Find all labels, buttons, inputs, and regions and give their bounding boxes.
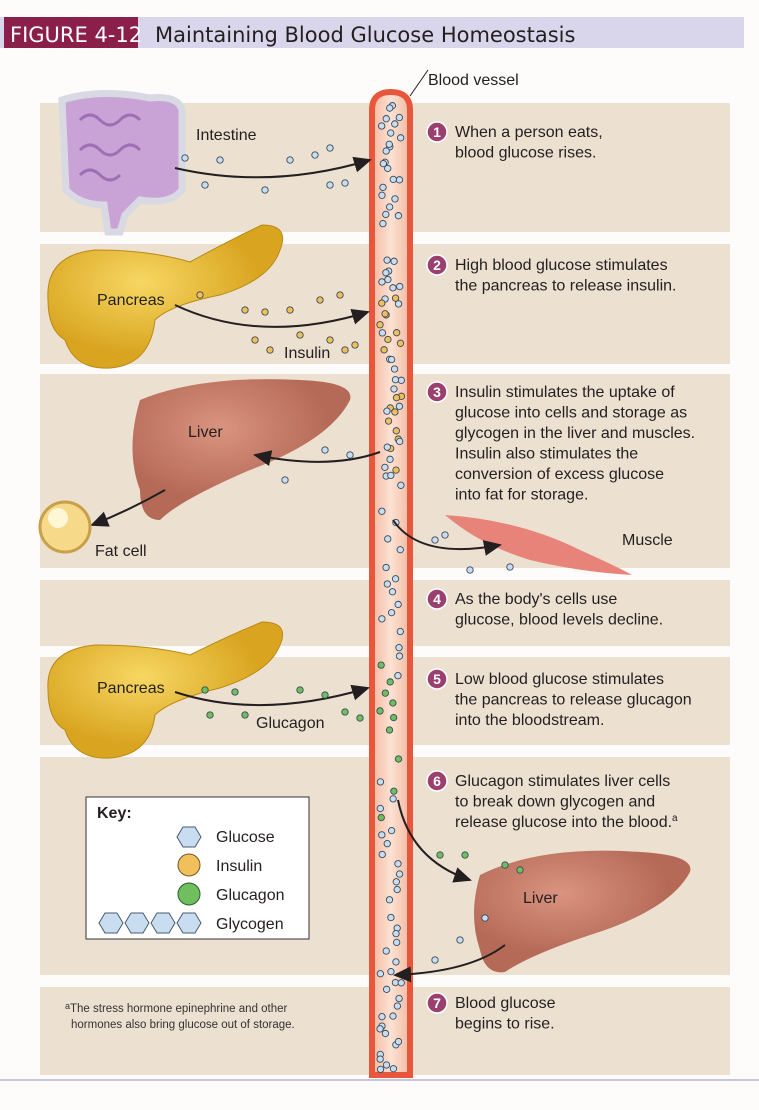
- step-number: 4: [433, 591, 441, 607]
- arrow-liver-to-vessel: [393, 944, 506, 983]
- step-text-line: the pancreas to release glucagon: [455, 692, 692, 709]
- fat-cell-illustration: [38, 500, 92, 554]
- step-text-line: glucose into cells and storage as: [455, 405, 687, 422]
- figure-label: FIGURE 4-12: [10, 23, 142, 47]
- glycogen-icon: [98, 912, 202, 934]
- step-text-line: into fat for storage.: [455, 487, 588, 504]
- liver-illustration-1: [132, 379, 351, 520]
- insulin-label: Insulin: [284, 345, 330, 362]
- step-6: 6 Glucagon stimulates liver cells to break…: [426, 770, 678, 831]
- step-badge: [426, 770, 448, 792]
- arrow-vessel-to-liver-2: [397, 799, 472, 883]
- scattered-molecules: [181, 144, 524, 964]
- step-text-line: Blood glucose: [455, 995, 556, 1012]
- step-text-line: Insulin also stimulates the: [455, 446, 638, 463]
- pancreas-label-1: Pancreas: [97, 292, 165, 309]
- step-text-line: glycogen in the liver and muscles.: [455, 425, 695, 442]
- insulin-icon: [177, 853, 201, 877]
- step-5: 5 Low blood glucose stimulates the pancrea…: [426, 668, 692, 729]
- footnote-line-2: hormones also bring glucose out of stora…: [71, 1019, 295, 1031]
- step-badge: [426, 121, 448, 143]
- step-text-line: glucose, blood levels decline.: [455, 612, 663, 629]
- glucose-icon: [176, 826, 202, 848]
- key-title: Key:: [97, 805, 132, 822]
- arrow-vessel-to-liver: [253, 450, 381, 466]
- arrow-intestine-to-vessel: [174, 156, 372, 179]
- fat-cell-label: Fat cell: [95, 543, 147, 560]
- arrow-liver-to-fat: [90, 489, 166, 527]
- step-badge: [426, 992, 448, 1014]
- muscle-illustration: [445, 515, 632, 575]
- liver-illustration-2: [474, 850, 691, 973]
- arrow-vessel-to-muscle: [392, 519, 502, 556]
- blood-vessel-label: Blood vessel: [428, 72, 519, 89]
- blood-vessel: [369, 88, 413, 1078]
- step-text-line: Insulin stimulates the uptake of: [455, 384, 675, 401]
- step-text-line: When a person eats,: [455, 124, 603, 141]
- key-item-glucose: Glucose: [216, 829, 275, 846]
- key-item-glycogen: Glycogen: [216, 916, 284, 933]
- key-legend: Key: Glucose Insulin Glucagon Glycogen: [85, 796, 310, 940]
- step-text-line: to break down glycogen and: [455, 794, 655, 811]
- step-number: 2: [433, 257, 441, 273]
- step-number: 3: [433, 384, 441, 400]
- vessel-leader-line: [409, 69, 429, 97]
- step-badge: [426, 668, 448, 690]
- step-number: 6: [433, 773, 441, 789]
- step-number: 7: [433, 995, 441, 1011]
- glucagon-label: Glucagon: [256, 715, 325, 732]
- intestine-label: Intestine: [196, 127, 257, 144]
- step-text-line: Glucagon stimulates liver cells: [455, 773, 670, 790]
- step-1: 1 When a person eats, blood glucose rises.: [426, 121, 603, 162]
- figure-title: Maintaining Blood Glucose Homeostasis: [155, 23, 575, 47]
- step-badge: [426, 381, 448, 403]
- step-text-line: As the body's cells use: [455, 591, 617, 608]
- pancreas-label-2: Pancreas: [97, 680, 165, 697]
- figure-label-bar: [4, 17, 138, 48]
- pancreas-illustration: [47, 224, 284, 369]
- arrow-pancreas-glucagon: [174, 684, 370, 707]
- step-3: 3 Insulin stimulates the uptake of glucose…: [426, 381, 695, 504]
- step-2: 2 High blood glucose stimulates the pancre…: [426, 254, 676, 295]
- key-item-glucagon: Glucagon: [216, 887, 285, 904]
- key-item-insulin: Insulin: [216, 858, 262, 875]
- intestine-illustration: [58, 90, 186, 236]
- pancreas-illustration-2: [47, 621, 284, 759]
- step-text-line: conversion of excess glucose: [455, 466, 664, 483]
- step-badge: [426, 588, 448, 610]
- step-text-line: release glucose into the blood.a: [455, 813, 678, 831]
- step-text-line: into the bloodstream.: [455, 712, 604, 729]
- liver-label-2: Liver: [523, 890, 558, 907]
- step-text-line: the pancreas to release insulin.: [455, 278, 676, 295]
- step-badge: [426, 254, 448, 276]
- muscle-label: Muscle: [622, 532, 673, 549]
- vessel-molecules: [376, 102, 406, 1074]
- step-4: 4 As the body's cells use glucose, blood l…: [426, 588, 663, 629]
- step-text-line: High blood glucose stimulates: [455, 257, 668, 274]
- step-7: 7 Blood glucose begins to rise.: [426, 992, 556, 1033]
- footnote-line-1: aThe stress hormone epinephrine and othe…: [65, 1001, 288, 1015]
- step-number: 1: [433, 124, 441, 140]
- step-list: 1 When a person eats, blood glucose rises.…: [426, 121, 695, 1033]
- step-text-line: begins to rise.: [455, 1016, 555, 1033]
- step-text-line: Low blood glucose stimulates: [455, 671, 664, 688]
- liver-label-1: Liver: [188, 424, 223, 441]
- arrow-pancreas-insulin: [174, 304, 370, 328]
- step-text-line: blood glucose rises.: [455, 145, 596, 162]
- glucagon-icon: [177, 882, 201, 906]
- step-number: 5: [433, 671, 441, 687]
